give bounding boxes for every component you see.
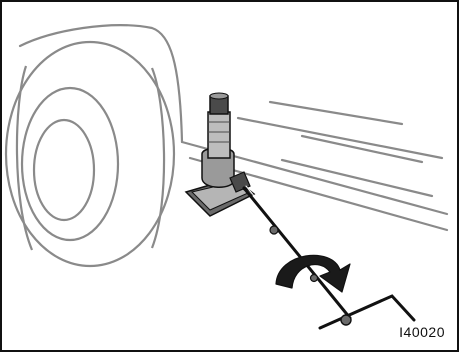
tire xyxy=(6,42,174,266)
jack-handle xyxy=(244,186,414,328)
screw-jack xyxy=(186,93,254,216)
figure-code-label: I40020 xyxy=(399,324,445,340)
